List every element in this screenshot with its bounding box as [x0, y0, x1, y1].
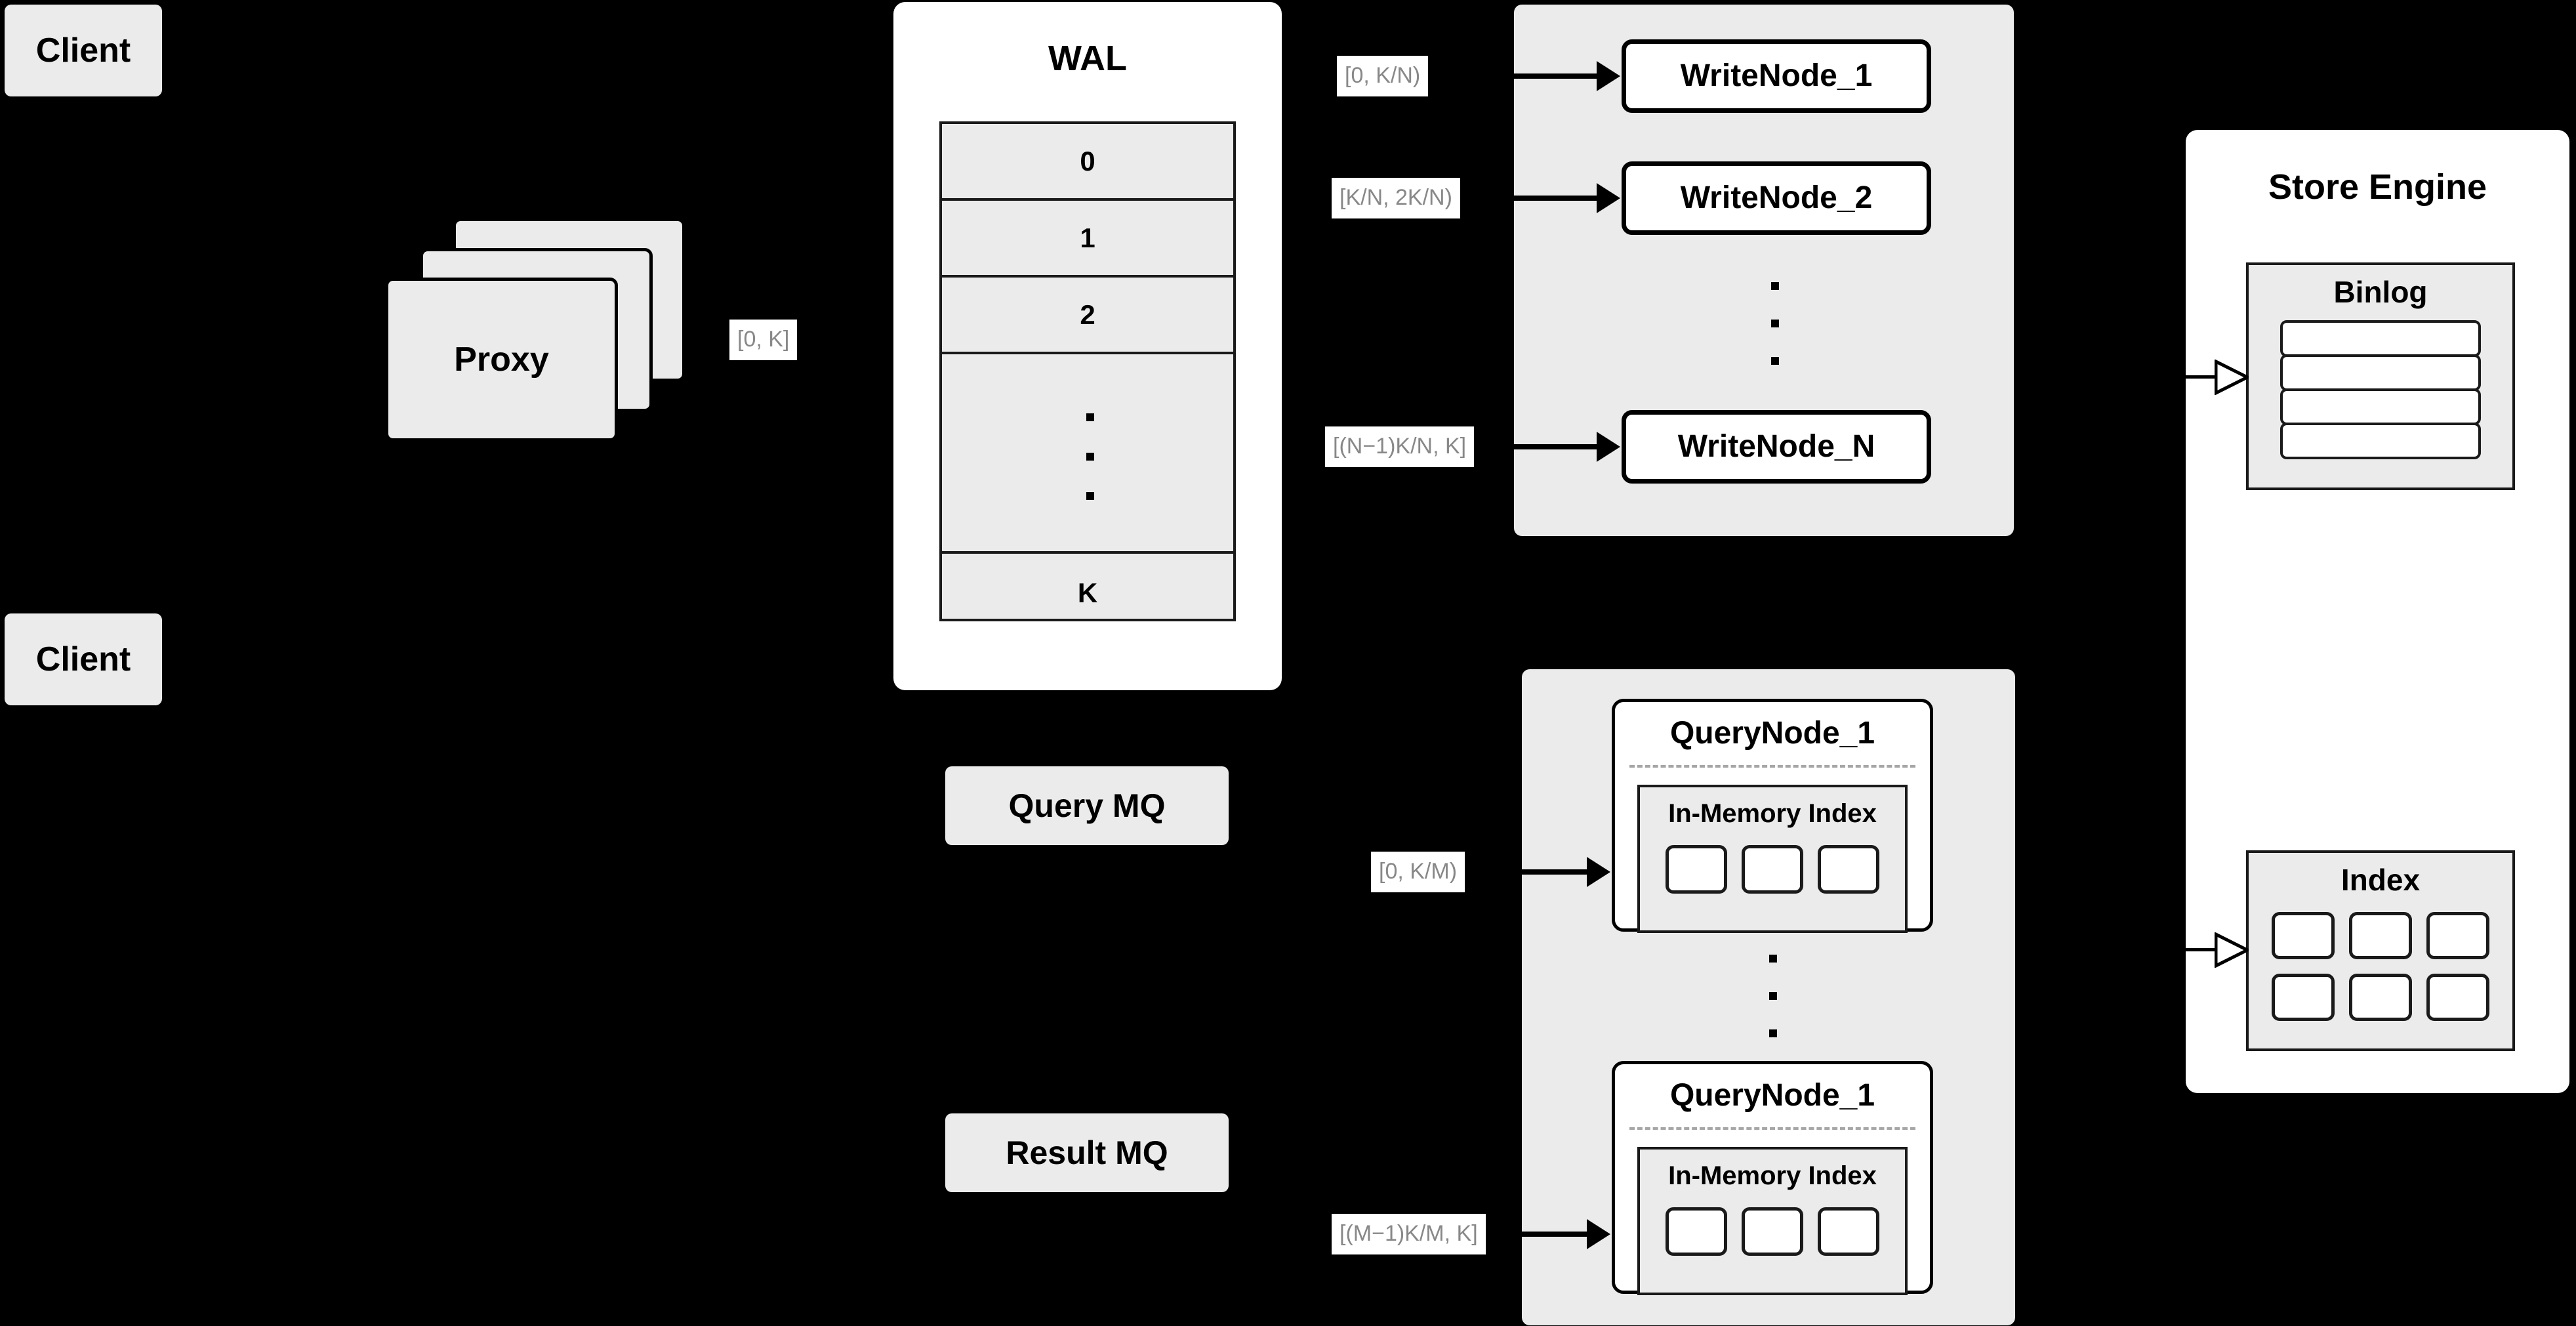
store-engine-title: Store Engine — [2268, 167, 2487, 207]
wal-row[interactable]: 0 — [942, 124, 1233, 201]
write-node-2-arrow-line — [1460, 196, 1599, 201]
query-node-2-arrow-head — [1587, 1219, 1610, 1249]
wal-row-ellipsis — [942, 354, 1233, 554]
ellipsis-dot — [1769, 955, 1777, 963]
client-node-1-label: Client — [35, 31, 131, 70]
in-memory-index-cell[interactable] — [1818, 1207, 1879, 1256]
client-node-2-label: Client — [35, 640, 131, 678]
binlog-row[interactable] — [2280, 423, 2481, 459]
proxy-node[interactable]: Proxy — [385, 278, 618, 442]
index-title: Index — [2341, 863, 2421, 897]
query-mq-label: Query MQ — [1008, 787, 1166, 824]
client-node-1[interactable]: Client — [5, 5, 162, 96]
index-cell[interactable] — [2272, 912, 2335, 959]
in-memory-index-cell[interactable] — [1818, 845, 1879, 894]
index-cell[interactable] — [2349, 912, 2412, 959]
query-node-1-label: QueryNode_1 — [1669, 716, 1875, 751]
binlog-group: Binlog — [2246, 262, 2515, 490]
query-node-2[interactable]: QueryNode_1 In-Memory Index — [1612, 1061, 1933, 1295]
proxy-node-label: Proxy — [454, 341, 549, 379]
wal-row[interactable]: K — [942, 554, 1233, 632]
query-node-2-range-label: [(M−1)K/M, K] — [1332, 1214, 1486, 1254]
in-memory-index-cell[interactable] — [1742, 1207, 1803, 1256]
result-mq-label: Result MQ — [1006, 1134, 1168, 1171]
query-node-2-label: QueryNode_1 — [1669, 1078, 1875, 1113]
query-node-2-separator — [1629, 1127, 1915, 1130]
result-mq-node[interactable]: Result MQ — [945, 1113, 1229, 1192]
index-cell[interactable] — [2272, 974, 2335, 1021]
binlog-row[interactable] — [2280, 388, 2481, 425]
in-memory-index-cell[interactable] — [1666, 845, 1727, 894]
write-node-1-arrow-head — [1597, 61, 1620, 91]
in-memory-index-2: In-Memory Index — [1637, 1147, 1908, 1295]
index-cell[interactable] — [2426, 974, 2489, 1021]
ellipsis-dot — [1769, 992, 1777, 1000]
ellipsis-dot — [1771, 320, 1779, 327]
index-group: Index — [2246, 850, 2515, 1051]
wal-title: WAL — [1048, 39, 1127, 78]
wal-row[interactable]: 2 — [942, 278, 1233, 354]
write-node-2-label: WriteNode_2 — [1680, 180, 1873, 215]
in-memory-index-1-label: In-Memory Index — [1668, 799, 1877, 828]
binlog-arrow-head — [2215, 360, 2249, 395]
write-node-n-range-label: [(N−1)K/N, K] — [1325, 426, 1475, 467]
ellipsis-dot — [1086, 413, 1094, 421]
write-node-n[interactable]: WriteNode_N — [1622, 410, 1931, 484]
write-node-1[interactable]: WriteNode_1 — [1622, 39, 1931, 113]
in-memory-index-cell[interactable] — [1666, 1207, 1727, 1256]
wal-row-stack: 0 1 2 K — [939, 121, 1236, 621]
wal-row-label: 2 — [1080, 299, 1095, 330]
write-node-1-label: WriteNode_1 — [1680, 58, 1873, 93]
write-node-2-arrow-head — [1597, 183, 1620, 213]
wal-row-label: 0 — [1080, 145, 1095, 176]
query-node-2-arrow-line — [1476, 1232, 1589, 1237]
write-node-n-arrow-line — [1460, 444, 1599, 449]
index-arrow-head — [2215, 932, 2249, 968]
query-node-1-range-label: [0, K/M) — [1371, 852, 1465, 892]
write-node-1-range-label: [0, K/N) — [1337, 56, 1429, 96]
in-memory-index-1: In-Memory Index — [1637, 785, 1908, 933]
query-mq-node[interactable]: Query MQ — [945, 766, 1229, 845]
index-arrow-line — [2186, 948, 2217, 951]
query-node-1[interactable]: QueryNode_1 In-Memory Index — [1612, 699, 1933, 933]
ellipsis-dot — [1769, 1029, 1777, 1037]
in-memory-index-cell[interactable] — [1742, 845, 1803, 894]
ellipsis-dot — [1086, 492, 1094, 500]
binlog-row[interactable] — [2280, 354, 2481, 391]
ellipsis-dot — [1771, 282, 1779, 290]
binlog-row[interactable] — [2280, 320, 2481, 357]
write-node-n-label: WriteNode_N — [1677, 429, 1875, 464]
wal-row[interactable]: 1 — [942, 201, 1233, 278]
query-node-1-arrow-head — [1587, 857, 1610, 887]
proxy-output-range-label: [0, K] — [729, 320, 798, 360]
write-node-n-arrow-head — [1597, 432, 1620, 462]
ellipsis-dot — [1771, 357, 1779, 365]
binlog-arrow-line — [2186, 375, 2217, 379]
index-cell[interactable] — [2426, 912, 2489, 959]
wal-row-label: K — [1077, 577, 1098, 608]
binlog-title: Binlog — [2333, 275, 2428, 309]
ellipsis-dot — [1086, 453, 1094, 461]
write-node-2-range-label: [K/N, 2K/N) — [1332, 178, 1460, 218]
query-node-1-arrow-line — [1476, 869, 1589, 875]
client-node-2[interactable]: Client — [5, 613, 162, 705]
in-memory-index-2-label: In-Memory Index — [1668, 1161, 1877, 1190]
wal-row-label: 1 — [1080, 222, 1095, 253]
index-cell[interactable] — [2349, 974, 2412, 1021]
query-node-1-separator — [1629, 765, 1915, 768]
write-node-1-arrow-line — [1460, 73, 1599, 79]
write-node-2[interactable]: WriteNode_2 — [1622, 161, 1931, 235]
